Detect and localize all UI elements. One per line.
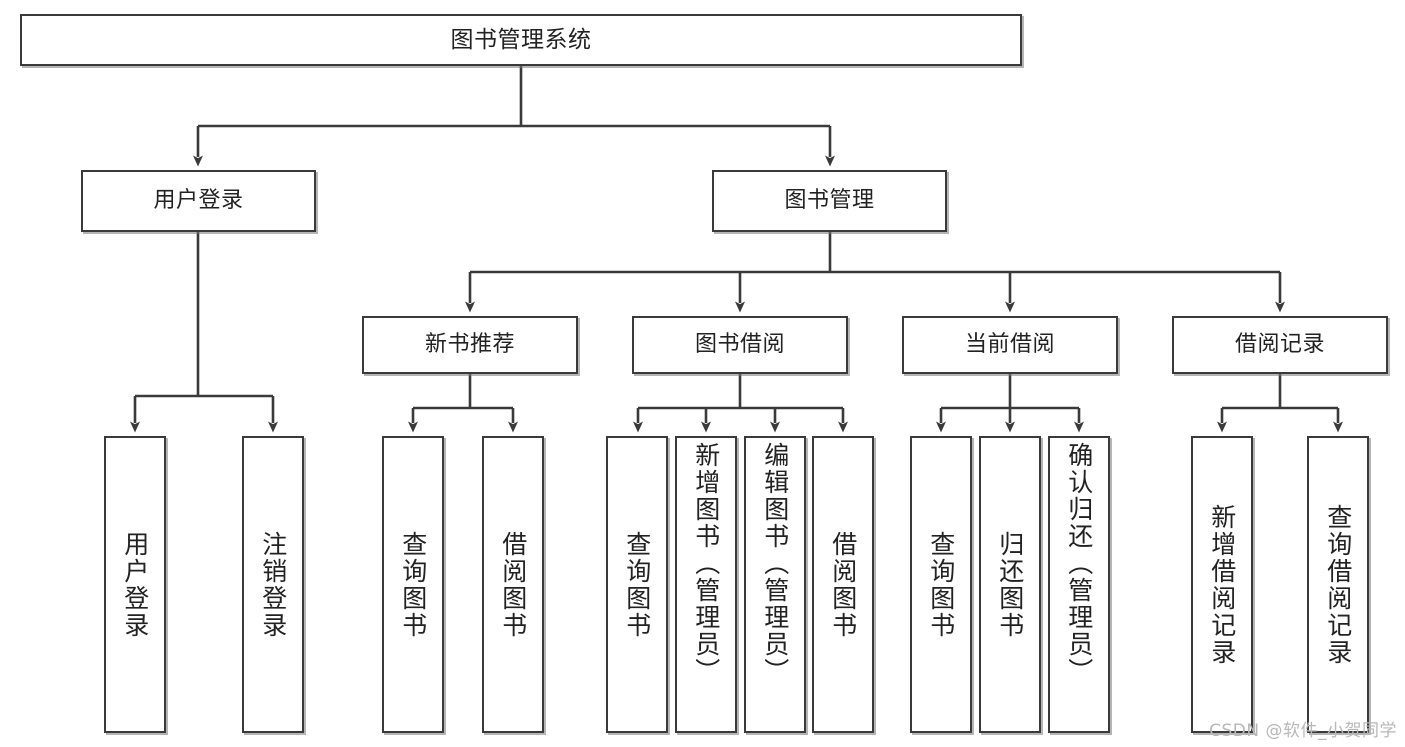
- node-label: 编辑图书（管理员）: [760, 442, 790, 685]
- node-label: 借阅图书: [498, 530, 528, 639]
- node-label: 用户登录: [120, 530, 150, 639]
- leaf-logout-login[interactable]: 注销登录: [242, 436, 304, 733]
- leaf-query-book-borrow[interactable]: 查询图书: [606, 436, 668, 733]
- node-label: 图书管理系统: [450, 26, 592, 53]
- node-book-borrow[interactable]: 图书借阅: [632, 316, 848, 374]
- leaf-confirm-return[interactable]: 确认归还（管理员）: [1048, 436, 1110, 733]
- node-label: 查询图书: [622, 530, 652, 639]
- leaf-borrow-book-recommend[interactable]: 借阅图书: [482, 436, 544, 733]
- leaf-borrow-book-borrow[interactable]: 借阅图书: [812, 436, 874, 733]
- node-label: 借阅记录: [1234, 332, 1325, 358]
- node-label: 新增借阅记录: [1207, 503, 1237, 666]
- node-label: 图书管理: [784, 188, 875, 214]
- leaf-query-book-recommend[interactable]: 查询图书: [382, 436, 444, 733]
- node-label: 确认归还（管理员）: [1064, 442, 1094, 685]
- leaf-query-borrow-record[interactable]: 查询借阅记录: [1307, 436, 1369, 733]
- node-label: 查询图书: [926, 530, 956, 639]
- leaf-edit-book[interactable]: 编辑图书（管理员）: [744, 436, 806, 733]
- leaf-user-login[interactable]: 用户登录: [104, 436, 166, 733]
- node-label: 查询借阅记录: [1323, 503, 1353, 666]
- node-label: 当前借阅: [964, 332, 1055, 358]
- node-label: 用户登录: [153, 188, 244, 214]
- node-borrow-record[interactable]: 借阅记录: [1172, 316, 1388, 374]
- node-new-book-recommend[interactable]: 新书推荐: [362, 316, 578, 374]
- node-label: 借阅图书: [828, 530, 858, 639]
- node-current-borrow[interactable]: 当前借阅: [902, 316, 1118, 374]
- leaf-return-book[interactable]: 归还图书: [979, 436, 1041, 733]
- node-label: 归还图书: [995, 530, 1025, 639]
- leaf-add-book[interactable]: 新增图书（管理员）: [675, 436, 737, 733]
- node-label: 图书借阅: [694, 332, 785, 358]
- node-label: 新书推荐: [424, 332, 515, 358]
- watermark-text: CSDN @软件_小贺同学: [1209, 721, 1397, 741]
- node-user-login[interactable]: 用户登录: [81, 170, 316, 232]
- leaf-add-borrow-record[interactable]: 新增借阅记录: [1191, 436, 1253, 733]
- node-root-system[interactable]: 图书管理系统: [20, 14, 1022, 66]
- leaf-query-book-current[interactable]: 查询图书: [910, 436, 972, 733]
- node-label: 新增图书（管理员）: [691, 442, 721, 685]
- node-label: 查询图书: [398, 530, 428, 639]
- node-label: 注销登录: [258, 530, 288, 639]
- node-book-management[interactable]: 图书管理: [712, 170, 947, 232]
